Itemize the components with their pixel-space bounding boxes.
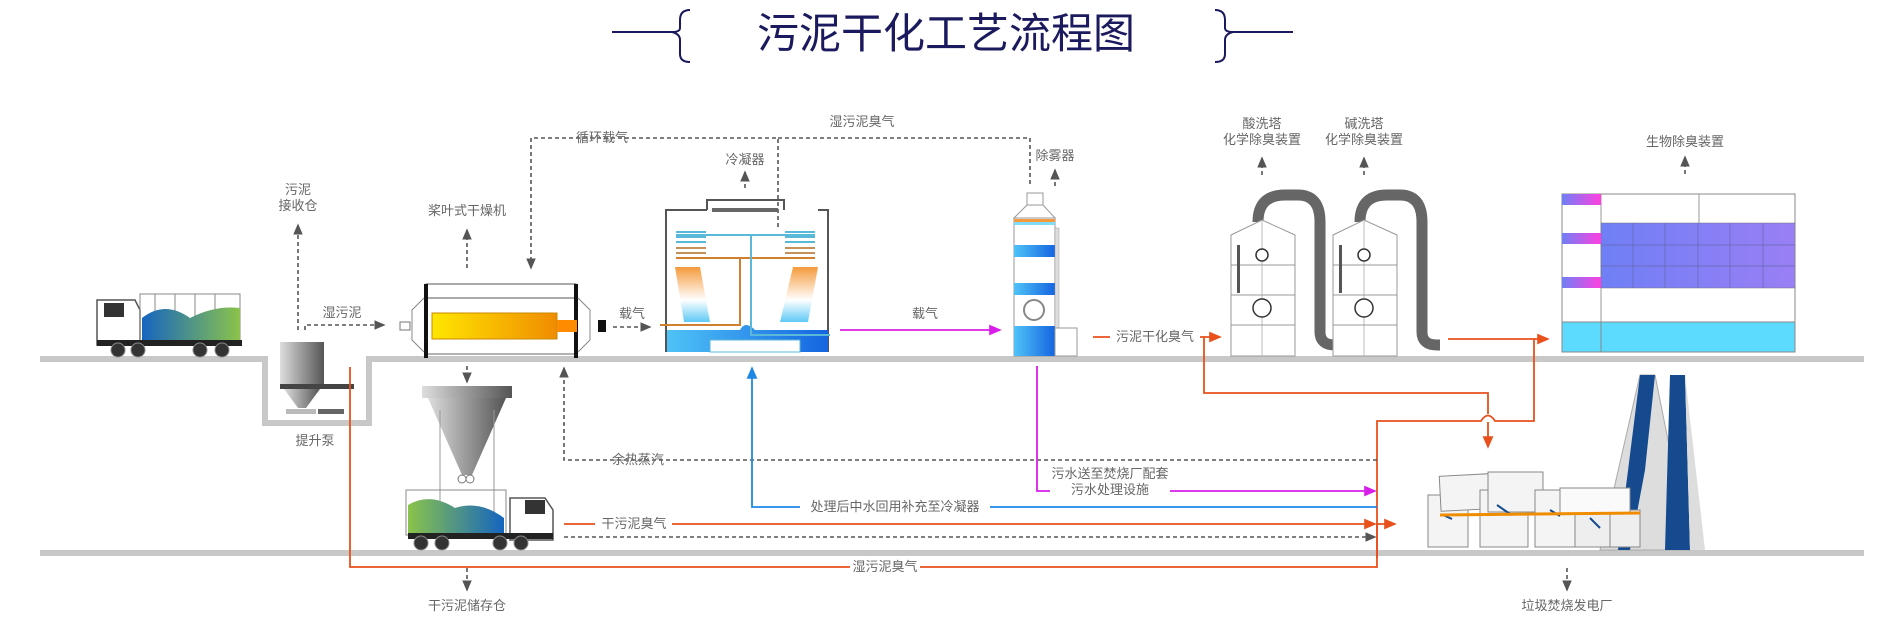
- label-recycle-carrier-gas: 循环载气: [576, 130, 628, 146]
- label-wastewater: 污水送至焚烧厂配套 污水处理设施: [1051, 466, 1168, 498]
- condenser: [660, 199, 830, 353]
- alkali-wash-tower: [1332, 189, 1440, 357]
- flow-drying-odor-to-plant: [1203, 337, 1488, 447]
- title-bracket-right: [1214, 9, 1293, 63]
- svg-text:污水送至焚烧厂配套: 污水送至焚烧厂配套: [1051, 466, 1168, 482]
- title-bracket-left: [612, 9, 691, 63]
- label-reclaimed-water: 处理后中水回用补充至冷凝器: [810, 499, 979, 515]
- flow-wet-sludge-odor-top: [778, 137, 1031, 186]
- svg-text:酸洗塔: 酸洗塔: [1242, 117, 1281, 132]
- label-demister: 除雾器: [1035, 149, 1074, 164]
- label-carrier-gas-1: 载气: [619, 306, 645, 322]
- label-paddle-dryer: 桨叶式干燥机: [428, 203, 506, 219]
- dry-sludge-truck: [405, 489, 554, 551]
- svg-text:污水处理设施: 污水处理设施: [1071, 483, 1149, 498]
- demister: [1012, 192, 1078, 357]
- receiving-bin-label: 污泥 接收仓: [278, 183, 317, 214]
- label-dry-sludge-odor: 干污泥臭气: [601, 516, 666, 532]
- svg-text:污泥: 污泥: [285, 183, 311, 198]
- flow-wet-sludge: [304, 320, 386, 330]
- label-lift-pump: 提升泵: [295, 433, 334, 449]
- label-carrier-gas-2: 载气: [912, 306, 938, 322]
- alkali-tower-label: 碱洗塔 化学除臭装置: [1325, 117, 1403, 148]
- svg-text:接收仓: 接收仓: [278, 198, 317, 214]
- flow-wastewater: [1036, 366, 1375, 491]
- svg-text:化学除臭装置: 化学除臭装置: [1325, 132, 1403, 148]
- flow-recycle-carrier-gas: [526, 137, 779, 270]
- label-dry-sludge-storage: 干污泥储存仓: [428, 599, 506, 614]
- bio-deodorizer: [1561, 193, 1796, 353]
- page-title: 污泥干化工艺流程图: [757, 9, 1135, 58]
- svg-text:碱洗塔: 碱洗塔: [1344, 117, 1383, 132]
- flow-bypass-odor: [1376, 339, 1535, 558]
- label-wet-sludge: 湿污泥: [322, 306, 361, 321]
- ground-upper: [40, 356, 1864, 426]
- ground-lower: [40, 550, 1864, 556]
- acid-tower-label: 酸洗塔 化学除臭装置: [1223, 117, 1301, 148]
- paddle-dryer: [399, 283, 606, 358]
- flow-wet-sludge-odor-bottom: [349, 367, 1395, 568]
- label-bio-deodorizer: 生物除臭装置: [1646, 135, 1724, 150]
- acid-wash-tower: [1230, 189, 1338, 357]
- wheel-icon: [110, 342, 126, 358]
- incoming-truck: [96, 293, 242, 358]
- label-drying-odor: 污泥干化臭气: [1116, 329, 1194, 345]
- flow-waste-heat-steam: [559, 366, 1377, 461]
- label-condenser: 冷凝器: [725, 152, 764, 168]
- flow-reclaimed-water: [752, 368, 1377, 508]
- label-wet-sludge-odor-bottom: 湿污泥臭气: [852, 559, 917, 575]
- label-incineration-plant: 垃圾焚烧发电厂: [1521, 598, 1612, 614]
- label-wet-sludge-odor-top: 湿污泥臭气: [829, 114, 894, 130]
- svg-text:化学除臭装置: 化学除臭装置: [1223, 132, 1301, 148]
- lift-pump: [280, 342, 354, 414]
- incineration-plant: [1427, 374, 1705, 551]
- label-waste-heat-steam: 余热蒸汽: [612, 452, 664, 468]
- title-block: 污泥干化工艺流程图: [612, 9, 1293, 63]
